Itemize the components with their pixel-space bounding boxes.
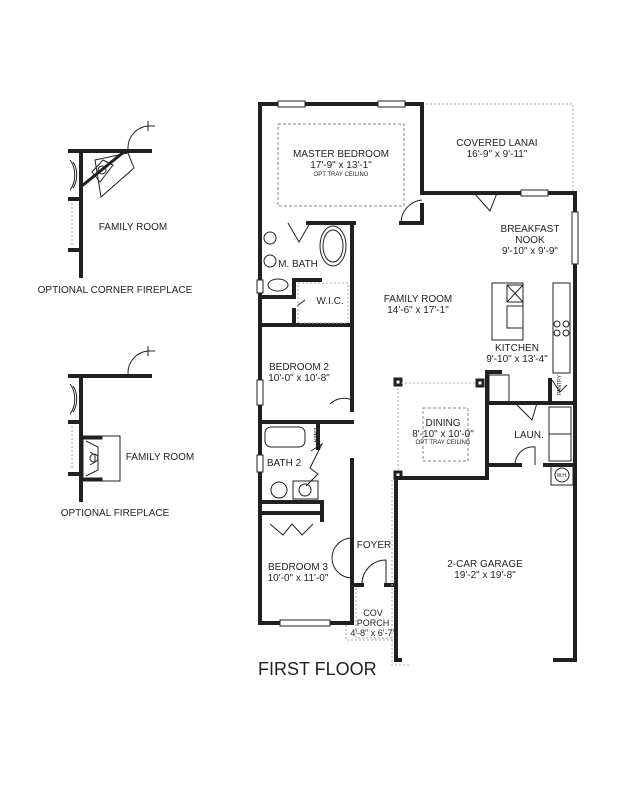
nook-size: 9'-10" x 9'-9" <box>502 246 558 257</box>
option-2-caption: OPTIONAL FIREPLACE <box>61 508 170 519</box>
lanai-size: 16'-9" x 9'-11" <box>467 149 528 160</box>
dining-name: DINING <box>426 418 461 429</box>
dining-note: OPT TRAY CEILING <box>416 440 471 446</box>
range-icon <box>553 320 561 328</box>
option-fireplace: FAMILY ROOM OPTIONAL FIREPLACE <box>61 346 195 519</box>
nook-name-1: BREAKFAST <box>501 224 560 235</box>
windows <box>256 100 579 627</box>
porch-name-1: COV <box>363 608 383 618</box>
garage-name: 2-CAR GARAGE <box>447 559 523 570</box>
sink-icon <box>263 231 277 245</box>
kitchen-counter <box>552 282 571 374</box>
bath-2-name: BATH 2 <box>267 458 302 469</box>
foyer-name: FOYER <box>357 540 391 551</box>
wic-name: W.I.C. <box>316 296 343 307</box>
option-1-caption: OPTIONAL CORNER FIREPLACE <box>38 285 193 296</box>
porch-name-2: PORCH <box>357 618 390 628</box>
lanai-name: COVERED LANAI <box>456 138 537 149</box>
pantry-label: PANTRY <box>557 374 563 394</box>
water-heater-label: W.H. <box>557 473 568 479</box>
option-corner-fireplace: FAMILY ROOM OPTIONAL CORNER FIREPLACE <box>38 121 193 296</box>
dining-size: 8'-10" x 10'-0" <box>412 429 474 440</box>
fireplace-icon <box>82 435 121 482</box>
option-2-room-label: FAMILY ROOM <box>126 452 195 463</box>
tray-ceiling-dining <box>422 407 469 462</box>
toilet-icon <box>267 278 289 292</box>
master-bedroom-size: 17'-9" x 13'-1" <box>310 160 372 171</box>
exterior-walls <box>258 102 577 662</box>
bathtub-icon <box>319 225 347 267</box>
bedroom-2-name: BEDROOM 2 <box>269 362 329 373</box>
master-bedroom-note: OPT TRAY CEILING <box>314 172 369 178</box>
bedroom-2-size: 10'-0" x 10'-8" <box>268 373 330 384</box>
room-labels: MASTER BEDROOM 17'-9" x 13'-1" OPT TRAY … <box>258 138 567 679</box>
water-heater-icon <box>554 467 570 483</box>
linen-label: LINEN <box>312 428 318 443</box>
family-room-size: 14'-6" x 17'-1" <box>387 305 449 316</box>
main-floor-plan <box>256 100 579 666</box>
toilet-2-icon <box>270 481 288 499</box>
garage-size: 19'-2" x 19'-8" <box>454 570 516 581</box>
master-bedroom-name: MASTER BEDROOM <box>293 149 389 160</box>
bedroom-3-name: BEDROOM 3 <box>268 562 328 573</box>
corner-fireplace-icon <box>94 152 135 198</box>
kitchen-name: KITCHEN <box>495 343 539 354</box>
family-room-name: FAMILY ROOM <box>384 294 453 305</box>
bathtub-2-icon <box>264 426 306 448</box>
porch-size: 4'-8" x 6'-7" <box>350 628 395 638</box>
m-bath-name: M. BATH <box>278 259 318 270</box>
option-1-room-label: FAMILY ROOM <box>99 222 168 233</box>
kitchen-size: 9'-10" x 13'-4" <box>486 354 548 365</box>
nook-name-2: NOOK <box>515 235 545 246</box>
laundry-name: LAUN. <box>514 430 543 441</box>
plan-title: FIRST FLOOR <box>258 659 377 679</box>
tray-ceiling-master <box>277 123 405 207</box>
bedroom-3-size: 10'-0" x 11'-0" <box>268 573 329 584</box>
